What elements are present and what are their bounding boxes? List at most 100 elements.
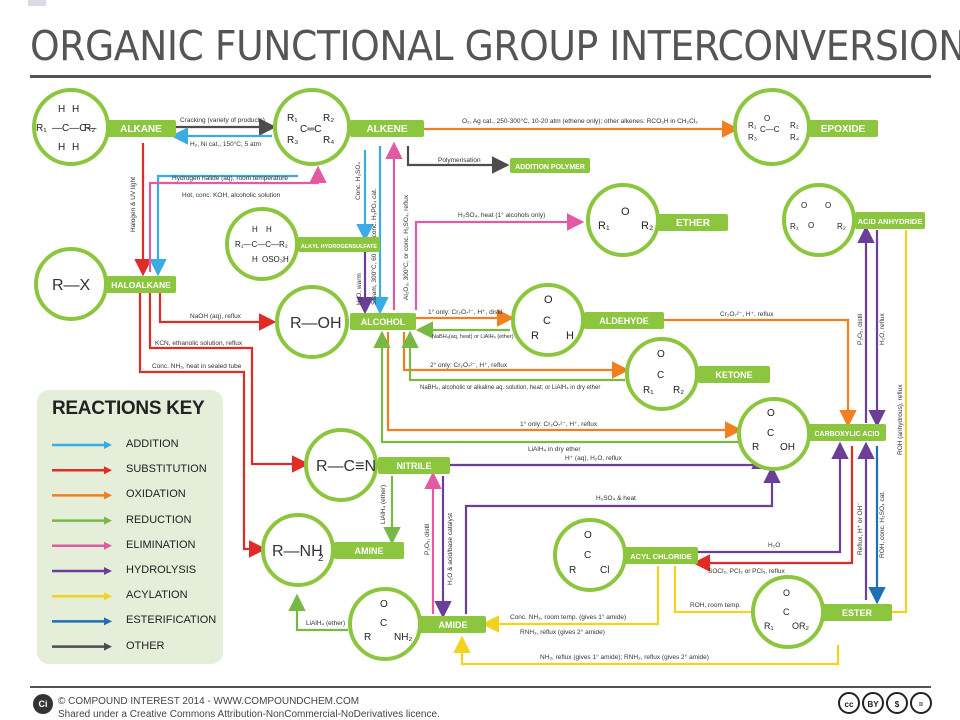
cond-amide-dehydration: P₂O₅, distil: [424, 523, 431, 555]
badge-haloalkane: [106, 276, 176, 293]
cond-acid-to-anhydride: P₂O₅, distil: [857, 313, 864, 345]
circle-alkene: [273, 88, 351, 166]
arrow-elimination-koh: [148, 165, 327, 272]
cond-elimination-koh: Hot, conc. KOH, alcoholic solution: [182, 192, 281, 199]
svg-text:R₁: R₁: [643, 385, 654, 396]
svg-text:C—C: C—C: [760, 125, 780, 134]
svg-text:H: H: [58, 104, 65, 115]
svg-text:H: H: [266, 225, 272, 234]
label-amide: AMIDE: [439, 620, 468, 630]
svg-text:R₂: R₂: [641, 220, 653, 232]
badge-acid-anhydride: [855, 212, 925, 229]
key-label: ADDITION: [126, 438, 179, 450]
key-label: OXIDATION: [126, 488, 186, 501]
label-alkane: ALKANE: [120, 124, 162, 135]
key-label: ACYLATION: [126, 589, 188, 602]
structure-alcohol: R—OH: [290, 315, 342, 332]
arrow-aldehyde-oxidation: [663, 318, 857, 428]
svg-text:H: H: [566, 330, 574, 342]
svg-text:H: H: [252, 225, 258, 234]
arrow-acyl-to-amide: [481, 566, 660, 633]
cond-conc-nh3: Conc. NH₃, heat in sealed tube: [152, 363, 242, 370]
svg-text:O: O: [621, 206, 630, 218]
label-ether: ETHER: [676, 218, 711, 229]
cond-kcn: KCN, ethanolic solution, reflux: [155, 340, 243, 347]
cond-acid-to-acyl: SOCl₂, PCl₃ or PCl₅, reflux: [708, 568, 786, 575]
svg-text:R₁: R₁: [764, 621, 774, 631]
key-arrowhead-4: [104, 541, 112, 550]
footer-divider: [30, 686, 931, 688]
cond-polymerisation: Polymerisation: [438, 157, 481, 164]
badge-addition-polymer: [510, 158, 590, 173]
circle-aldehyde: [511, 283, 585, 357]
badge-alkene: [350, 120, 424, 137]
circle-nitrile: [304, 428, 378, 502]
svg-text:C: C: [584, 550, 591, 561]
arrow-polymerisation: [406, 146, 510, 174]
title-divider: [30, 75, 931, 78]
label-aldehyde: ALDEHYDE: [599, 316, 649, 326]
svg-text:R₁: R₁: [36, 123, 47, 134]
cond-ketone-reduction: NaBH₄, alcoholic or alkaline aq. solutio…: [420, 385, 600, 391]
svg-text:R: R: [364, 632, 371, 643]
svg-text:H: H: [58, 142, 65, 153]
cond-aldehyde-oxidation: Cr₂O₇²⁻, H⁺, reflux: [720, 311, 774, 318]
arrow-amide-reduction: [288, 593, 348, 632]
svg-text:O: O: [584, 530, 592, 541]
cond-nitrile-hydrolysis: H⁺ (aq), H₂O, reflux: [565, 455, 623, 462]
svg-text:O: O: [380, 599, 388, 610]
badge-ether: [658, 214, 728, 231]
cond-to-ketone: 2° only: Cr₂O₇²⁻, H⁺, reflux: [430, 361, 508, 369]
key-label: ELIMINATION: [126, 538, 196, 551]
svg-text:R₁: R₁: [748, 121, 757, 130]
svg-text:R₁: R₁: [790, 222, 799, 231]
badge-epoxide: [808, 120, 878, 137]
svg-text:H: H: [72, 104, 79, 115]
svg-text:OH: OH: [780, 442, 795, 453]
cond-cracking: Cracking (variety of products): [180, 117, 265, 124]
badge-alkane: [106, 120, 176, 137]
badge-aldehyde: [584, 312, 664, 329]
badge-amide: [420, 616, 486, 633]
reactions-key-panel: [37, 390, 223, 664]
cond-ester-to-amide: NH₃, reflux (gives 1° amide); RNH₂, refl…: [540, 653, 709, 661]
svg-text:R₄: R₄: [323, 135, 334, 146]
key-label: HYDROLYSIS: [126, 564, 197, 576]
label-ester: ESTER: [842, 608, 873, 618]
key-arrowhead-7: [104, 617, 112, 626]
svg-text:O: O: [825, 201, 831, 210]
cond-esterification: ROH, conc. H₂SO₄ cat.: [879, 491, 886, 558]
svg-text:R₂: R₂: [790, 121, 799, 130]
cond-to-acid: 1° only: Cr₂O₇²⁻, H⁺, reflux: [520, 420, 598, 428]
badge-ester: [822, 604, 892, 621]
cond-acyl-to-ester: ROH, room temp.: [690, 602, 741, 609]
header-accent: [28, 0, 46, 6]
svg-text:OR₂: OR₂: [792, 621, 810, 631]
cond-halogen-uv: Halogen & UV light: [130, 177, 137, 232]
svg-text:C: C: [783, 607, 790, 617]
badge-amine: [334, 542, 404, 559]
label-nitrile: NITRILE: [397, 461, 432, 471]
cond-nitrile-reduction: LiAlH₄ (ether): [380, 485, 387, 524]
label-haloalkane: HALOALKANE: [111, 280, 171, 290]
circle-acid-anhydride: [782, 183, 856, 257]
arrow-ketone-reduction: [401, 330, 625, 382]
svg-text:R₁—C—C—R₂: R₁—C—C—R₂: [235, 240, 288, 249]
arrow-acyl-hydrolysis: [697, 441, 849, 554]
svg-text:R₂: R₂: [837, 222, 846, 231]
svg-text:R₂: R₂: [323, 113, 334, 124]
svg-text:C: C: [657, 370, 664, 381]
svg-text:R₃: R₃: [748, 133, 757, 142]
svg-text:NH₂: NH₂: [394, 632, 412, 643]
cond-amide-h2so4: H₂SO₄ & heat: [596, 495, 636, 502]
by-icon: BY: [862, 692, 884, 714]
